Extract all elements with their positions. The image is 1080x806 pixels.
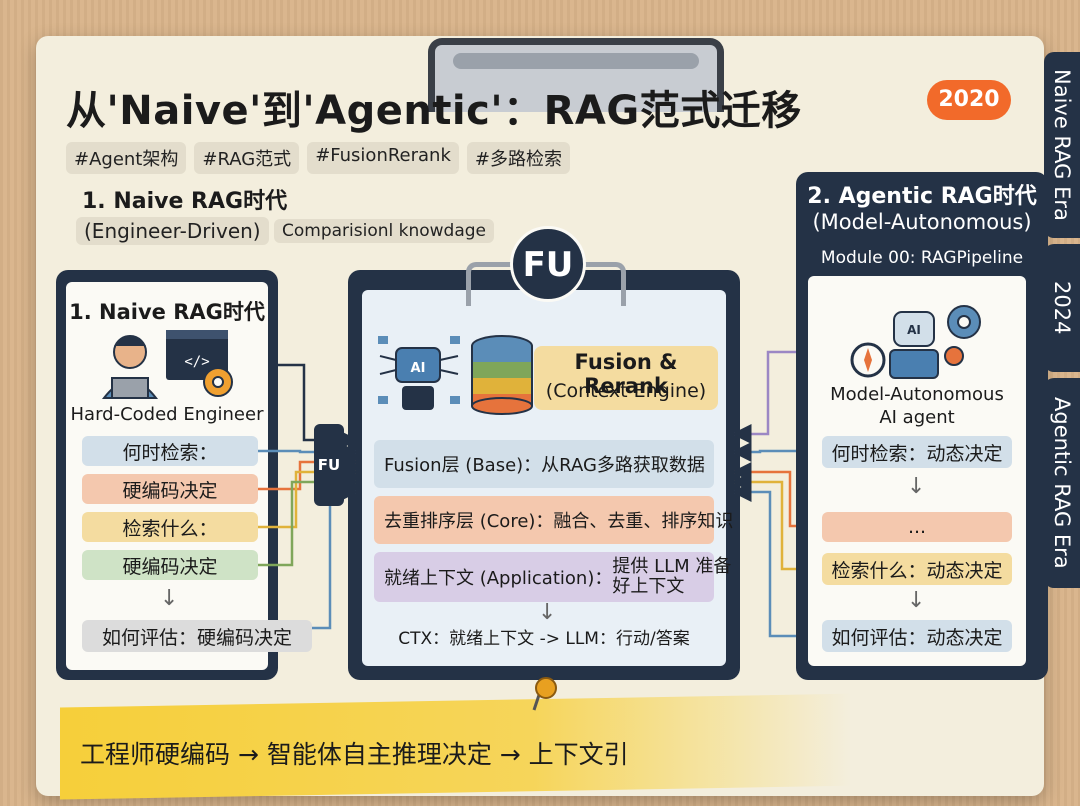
footer-summary: 工程师硬编码 → 智能体自主推理决定 → 上下文引: [80, 735, 629, 771]
